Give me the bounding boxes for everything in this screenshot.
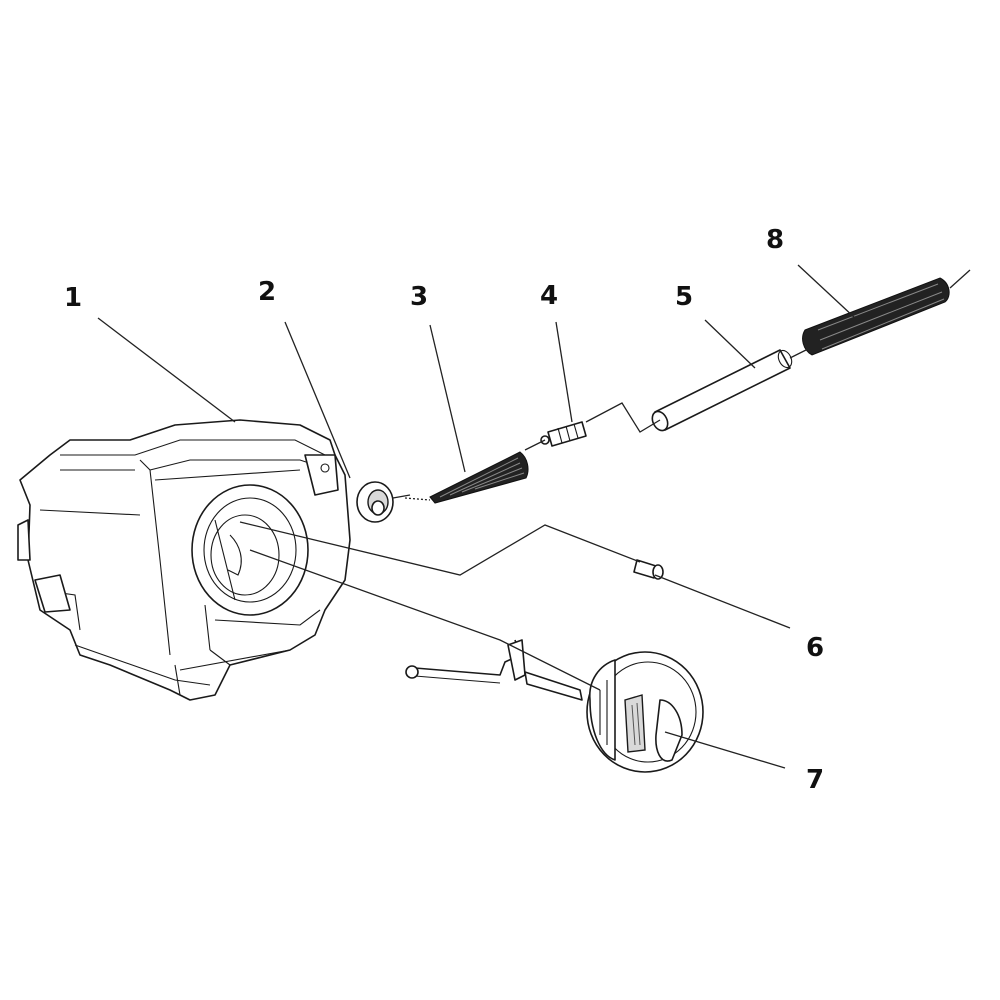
fuel-cap xyxy=(405,639,704,773)
assembly-axis-vent xyxy=(239,521,641,576)
leader-line-8 xyxy=(797,264,856,319)
leader-lines xyxy=(97,264,856,769)
callout-7: 7 xyxy=(806,765,824,795)
leader-line-2 xyxy=(284,321,351,479)
callout-labels: 1 2 3 4 5 8 6 7 xyxy=(64,225,824,795)
leader-line-1 xyxy=(97,317,236,423)
fuel-hose xyxy=(651,349,793,432)
assembly-axis-fitting-hose xyxy=(585,402,661,433)
grommet xyxy=(356,481,394,523)
leader-line-4 xyxy=(555,321,573,423)
leader-line-7 xyxy=(664,731,786,769)
assembly-axis-hose-filter xyxy=(789,347,811,359)
long-filter-hose xyxy=(802,269,971,356)
callout-3: 3 xyxy=(410,282,428,312)
leader-line-3 xyxy=(429,324,466,473)
callout-5: 5 xyxy=(675,282,693,312)
fuel-tank-housing xyxy=(17,419,351,701)
assembly-axis-cap xyxy=(249,549,601,691)
callout-1: 1 xyxy=(64,283,82,313)
callout-2: 2 xyxy=(258,277,276,307)
callout-8: 8 xyxy=(766,225,784,255)
assembly-axis-hose xyxy=(524,439,546,451)
leader-line-6 xyxy=(654,574,791,629)
hose-fitting xyxy=(540,421,587,447)
fuel-filter xyxy=(404,451,529,504)
leader-line-5 xyxy=(704,319,756,369)
callout-4: 4 xyxy=(540,281,558,311)
callout-6: 6 xyxy=(806,633,824,663)
assembly-axis-filter xyxy=(392,494,411,499)
